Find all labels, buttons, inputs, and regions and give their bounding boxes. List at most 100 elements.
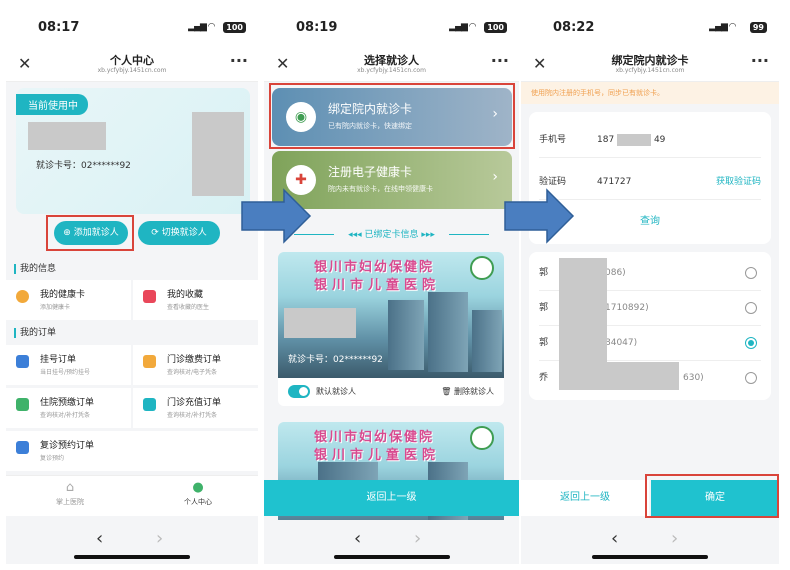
patient-row[interactable]: 郭 086) bbox=[539, 256, 761, 291]
more-icon[interactable]: ··· bbox=[490, 51, 509, 70]
forward-icon[interactable]: › bbox=[414, 528, 422, 549]
order-outpatient-tile[interactable]: 门诊缴费订单 查询核对/电子凭条 bbox=[133, 345, 258, 385]
receipt-icon bbox=[143, 355, 156, 368]
phone-value-suffix: 49 bbox=[653, 135, 666, 145]
default-label: 默认就诊人 bbox=[316, 387, 356, 396]
favorites-tile[interactable]: 我的收藏 查看收藏的医生 bbox=[133, 280, 258, 320]
patient-card: 086) bbox=[605, 268, 626, 278]
status-time: 08:22 bbox=[553, 20, 595, 35]
tile-label: 住院预缴订单 bbox=[40, 398, 95, 408]
switch-patient-label: 切换就诊人 bbox=[161, 228, 207, 238]
more-icon[interactable]: ··· bbox=[750, 51, 769, 70]
battery-icon: 100 bbox=[223, 22, 246, 33]
home-indicator bbox=[74, 555, 190, 559]
building-shape bbox=[472, 310, 502, 372]
order-inpatient-tile[interactable]: 住院预缴订单 查询核对/补打凭条 bbox=[6, 388, 131, 428]
back-icon[interactable]: ‹ bbox=[96, 528, 104, 549]
nav-bar: ✕ 绑定院内就诊卡 xb.ycfybjy.1451cn.com ··· bbox=[521, 48, 779, 82]
order-followup-tile[interactable]: 复诊预约订单 复诊预约 bbox=[6, 431, 258, 471]
switch-patient-button[interactable]: ⟳ 切换就诊人 bbox=[138, 221, 220, 245]
card-number: 就诊卡号：02******92 bbox=[36, 161, 131, 171]
confirm-button[interactable]: 确定 bbox=[651, 480, 779, 516]
section-my-info: 我的信息 bbox=[6, 258, 258, 280]
signal-wifi-icon: ▂▄▆ ◠ bbox=[449, 22, 476, 32]
current-tag: 当前使用中 bbox=[16, 94, 88, 115]
delete-patient-button[interactable]: 🗑 删除就诊人 bbox=[441, 387, 494, 396]
home-icon: ⌂ bbox=[65, 480, 75, 495]
patient-name: 郭 bbox=[539, 338, 549, 348]
patient-radio[interactable] bbox=[745, 302, 757, 314]
building-shape bbox=[428, 292, 468, 372]
home-indicator bbox=[333, 555, 450, 559]
redacted-names bbox=[559, 258, 607, 390]
battery-icon: 100 bbox=[484, 22, 507, 33]
patient-row[interactable]: 郭 1710892) bbox=[539, 291, 761, 326]
forward-icon[interactable]: › bbox=[671, 528, 679, 549]
page-url: xb.ycfybjy.1451cn.com bbox=[357, 67, 426, 74]
close-icon[interactable]: ✕ bbox=[276, 54, 290, 73]
phone-value-prefix: 187 bbox=[597, 135, 615, 145]
default-toggle[interactable] bbox=[288, 385, 310, 398]
patient-radio[interactable] bbox=[745, 267, 757, 279]
tile-label: 我的收藏 bbox=[167, 290, 204, 300]
back-icon[interactable]: ‹ bbox=[354, 528, 362, 549]
tile-label: 门诊充值订单 bbox=[167, 398, 222, 408]
section-my-orders: 我的订单 bbox=[6, 322, 258, 344]
register-card-option[interactable]: ✚ 注册电子健康卡 院内未有就诊卡，在线申领健康卡 › bbox=[272, 151, 512, 209]
get-code-button[interactable]: 获取验证码 bbox=[715, 177, 761, 187]
patient-row[interactable]: 郭 84047) bbox=[539, 326, 761, 361]
highlight-box bbox=[46, 215, 134, 251]
add-patient-button[interactable]: ⊕ 添加就诊人 bbox=[54, 221, 128, 245]
code-label: 验证码 bbox=[539, 177, 567, 187]
phone-input[interactable]: 187 49 bbox=[597, 122, 665, 158]
signal-wifi-icon: ▂▄▆ ◠ bbox=[709, 22, 736, 32]
status-time: 08:19 bbox=[296, 20, 338, 35]
person-icon bbox=[16, 290, 29, 303]
close-icon[interactable]: ✕ bbox=[18, 54, 32, 73]
hospital-name-line1: 银川市妇幼保健院 bbox=[314, 430, 435, 445]
user-icon: ● bbox=[192, 480, 204, 495]
patient-row[interactable]: 乔 630) bbox=[539, 361, 761, 396]
page-title: 绑定院内就诊卡 bbox=[611, 54, 689, 67]
back-button[interactable]: 返回上一级 bbox=[264, 480, 519, 516]
bind-card-option[interactable]: ◉ 绑定院内就诊卡 已有院内就诊卡，快速绑定 › bbox=[272, 88, 512, 146]
red-cross-icon: ✚ bbox=[286, 165, 316, 195]
redacted-digits bbox=[617, 133, 652, 146]
patient-radio[interactable] bbox=[745, 372, 757, 384]
bound-card[interactable]: 银川市妇幼保健院 银川市儿童医院 就诊卡号：02******92 默认就诊人 🗑… bbox=[278, 252, 504, 406]
card-number: 就诊卡号：02******92 bbox=[288, 355, 383, 365]
query-button[interactable]: 查询 bbox=[640, 216, 660, 227]
page-url: xb.ycfybjy.1451cn.com bbox=[97, 67, 167, 74]
hospital-logo-icon bbox=[470, 256, 494, 280]
tile-label: 复诊预约订单 bbox=[40, 441, 95, 451]
order-registration-tile[interactable]: 挂号订单 当日挂号/预约挂号 bbox=[6, 345, 131, 385]
page-url: xb.ycfybjy.1451cn.com bbox=[615, 67, 685, 74]
order-recharge-tile[interactable]: 门诊充值订单 查询核对/补打凭条 bbox=[133, 388, 258, 428]
star-icon bbox=[143, 290, 156, 303]
redacted-qr bbox=[192, 112, 244, 196]
bind-form: 手机号 187 49 验证码 471727 获取验证码 查询 bbox=[529, 112, 771, 244]
tile-label: 门诊缴费订单 bbox=[167, 355, 222, 365]
divider-line bbox=[294, 234, 334, 235]
forward-icon[interactable]: › bbox=[156, 528, 164, 549]
more-icon[interactable]: ··· bbox=[229, 51, 248, 70]
code-row: 验证码 471727 获取验证码 bbox=[539, 164, 761, 200]
hospital-logo-icon: ◉ bbox=[286, 102, 316, 132]
option-title: 注册电子健康卡 bbox=[328, 165, 413, 179]
browser-bar: ‹ › bbox=[264, 520, 519, 564]
tile-sub: 查询核对/电子凭条 bbox=[167, 369, 218, 376]
patient-radio-selected[interactable] bbox=[745, 337, 757, 349]
card-footer: 默认就诊人 🗑 删除就诊人 bbox=[278, 378, 504, 406]
nav-bar: ✕ 个人中心 xb.ycfybjy.1451cn.com ··· bbox=[6, 48, 258, 82]
code-input[interactable]: 471727 bbox=[597, 177, 632, 187]
phone-row: 手机号 187 49 bbox=[539, 122, 761, 158]
tab-me[interactable]: ● 个人中心 bbox=[148, 480, 248, 507]
back-icon[interactable]: ‹ bbox=[611, 528, 619, 549]
close-icon[interactable]: ✕ bbox=[533, 54, 547, 73]
current-patient-card: 当前使用中 就诊卡号：02******92 bbox=[16, 88, 250, 214]
tab-home[interactable]: ⌂ 掌上医院 bbox=[20, 480, 120, 507]
back-button[interactable]: 返回上一级 bbox=[521, 480, 649, 516]
wallet-icon bbox=[143, 398, 156, 411]
phone-select-patient: 08:19 ▂▄▆ ◠ 100 ✕ 选择就诊人 xb.ycfybjy.1451c… bbox=[264, 8, 519, 564]
health-card-tile[interactable]: 我的健康卡 添加健康卡 bbox=[6, 280, 131, 320]
